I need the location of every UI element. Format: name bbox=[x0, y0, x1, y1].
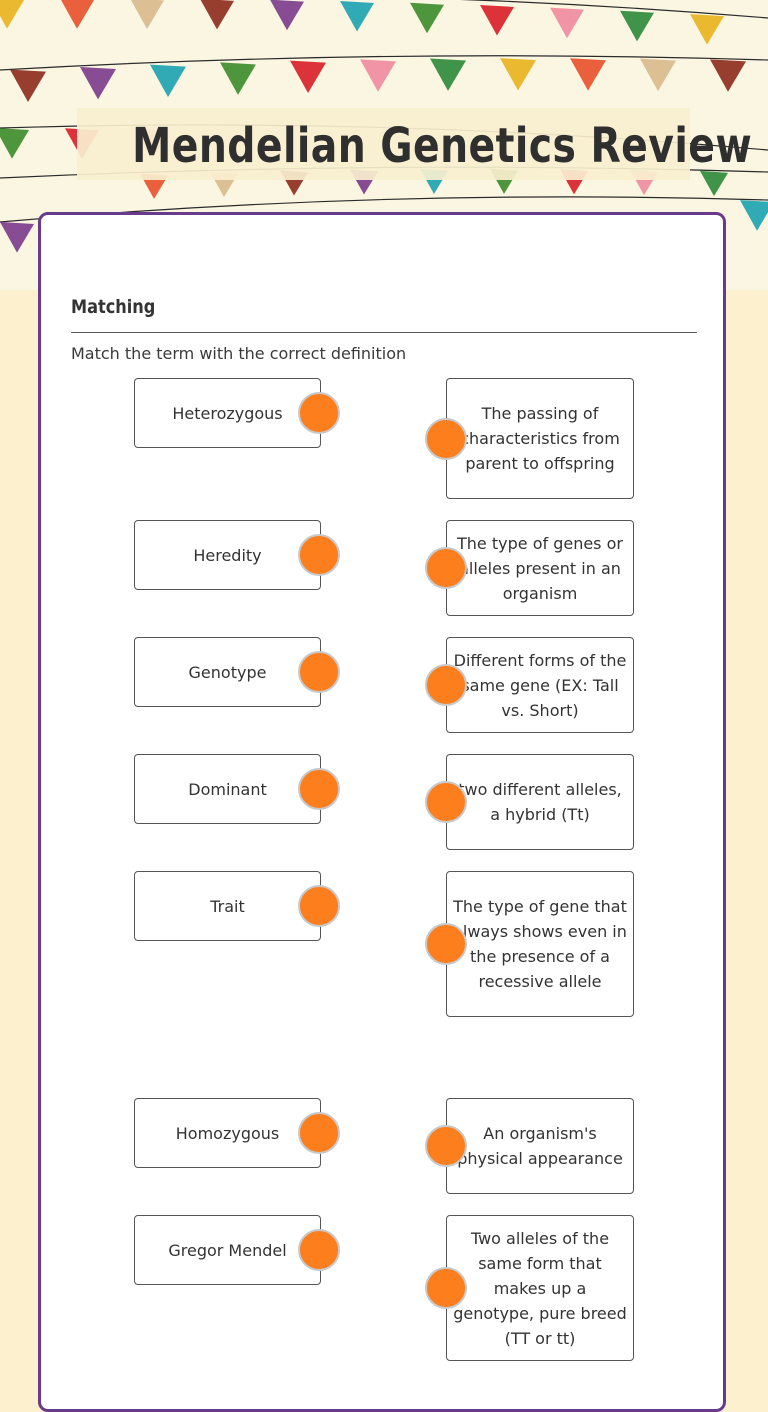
bunting-flag bbox=[700, 170, 728, 197]
term-label: Gregor Mendel bbox=[168, 1240, 287, 1260]
bunting-flag bbox=[61, 0, 94, 29]
definition-connector-dot[interactable] bbox=[425, 781, 467, 823]
term-connector-dot[interactable] bbox=[298, 651, 340, 693]
definition-label: Two alleles of the same form that makes … bbox=[453, 1228, 627, 1348]
term-label: Heredity bbox=[193, 545, 262, 565]
definition-connector-dot[interactable] bbox=[425, 664, 467, 706]
bunting-string bbox=[459, 0, 768, 19]
term-connector-dot[interactable] bbox=[298, 885, 340, 927]
bunting-flag bbox=[430, 58, 466, 91]
definition-label: The type of genes or alleles present in … bbox=[457, 533, 623, 603]
term-connector-dot[interactable] bbox=[298, 1112, 340, 1154]
bunting-flag bbox=[130, 0, 164, 29]
bunting-flag bbox=[0, 222, 34, 253]
term-box: Heterozygous bbox=[134, 378, 321, 448]
bunting-string bbox=[0, 55, 768, 71]
bunting-flag bbox=[270, 0, 304, 31]
term-connector-dot[interactable] bbox=[298, 768, 340, 810]
definition-box: An organism's physical appearance bbox=[446, 1098, 634, 1194]
bunting-flag bbox=[10, 69, 46, 103]
term-connector-dot[interactable] bbox=[298, 392, 340, 434]
definition-box: Two alleles of the same form that makes … bbox=[446, 1215, 634, 1361]
bunting-flag bbox=[150, 64, 186, 97]
definition-label: two different alleles, a hybrid (Tt) bbox=[458, 780, 622, 824]
instructions: Match the term with the correct definiti… bbox=[71, 344, 407, 363]
term-connector-dot[interactable] bbox=[298, 1229, 340, 1271]
bunting-flag bbox=[570, 58, 606, 91]
term-label: Homozygous bbox=[175, 1123, 280, 1143]
bunting-flag bbox=[640, 58, 676, 92]
definition-label: The type of gene that always shows even … bbox=[453, 897, 627, 991]
page-title: Mendelian Genetics Review bbox=[132, 118, 753, 174]
bunting-flag bbox=[740, 200, 768, 231]
definition-connector-dot[interactable] bbox=[425, 418, 467, 460]
bunting-flag bbox=[480, 4, 514, 36]
bunting-flag bbox=[220, 62, 256, 95]
term-label: Heterozygous bbox=[172, 403, 283, 423]
term-label: Genotype bbox=[188, 662, 267, 682]
definition-connector-dot[interactable] bbox=[425, 1267, 467, 1309]
definition-box: two different alleles, a hybrid (Tt) bbox=[446, 754, 634, 850]
term-box: Genotype bbox=[134, 637, 321, 707]
title-plate bbox=[77, 108, 690, 180]
bunting-flag bbox=[690, 14, 724, 45]
term-connector-dot[interactable] bbox=[298, 534, 340, 576]
term-box: Trait bbox=[134, 871, 321, 941]
term-box: Dominant bbox=[134, 754, 321, 824]
bunting-flag bbox=[290, 60, 326, 94]
bunting-flag bbox=[620, 10, 654, 42]
definition-label: An organism's physical appearance bbox=[457, 1124, 623, 1168]
bunting-flag bbox=[0, 0, 24, 29]
definition-label: Different forms of the same gene (EX: Ta… bbox=[453, 650, 627, 720]
bunting-flag bbox=[410, 2, 444, 34]
term-box: Homozygous bbox=[134, 1098, 321, 1168]
bunting-flag bbox=[80, 67, 116, 100]
term-box: Gregor Mendel bbox=[134, 1215, 321, 1285]
bunting-flag bbox=[550, 7, 584, 39]
bunting-flag bbox=[200, 0, 234, 30]
definition-connector-dot[interactable] bbox=[425, 547, 467, 589]
section-divider bbox=[71, 332, 697, 333]
definition-box: The type of genes or alleles present in … bbox=[446, 520, 634, 616]
bunting-flag bbox=[360, 59, 396, 92]
bunting-flag bbox=[500, 58, 536, 91]
definition-box: The type of gene that always shows even … bbox=[446, 871, 634, 1017]
term-box: Heredity bbox=[134, 520, 321, 590]
definition-box: The passing of characteristics from pare… bbox=[446, 378, 634, 499]
bunting-flag bbox=[710, 59, 746, 92]
definition-label: The passing of characteristics from pare… bbox=[460, 404, 620, 473]
bunting-flag bbox=[340, 0, 374, 32]
bunting-flag bbox=[0, 128, 29, 159]
section-title: Matching bbox=[71, 296, 156, 318]
term-label: Trait bbox=[210, 896, 245, 916]
definition-connector-dot[interactable] bbox=[425, 1125, 467, 1167]
definition-connector-dot[interactable] bbox=[425, 923, 467, 965]
term-label: Dominant bbox=[188, 779, 267, 799]
definition-box: Different forms of the same gene (EX: Ta… bbox=[446, 637, 634, 733]
